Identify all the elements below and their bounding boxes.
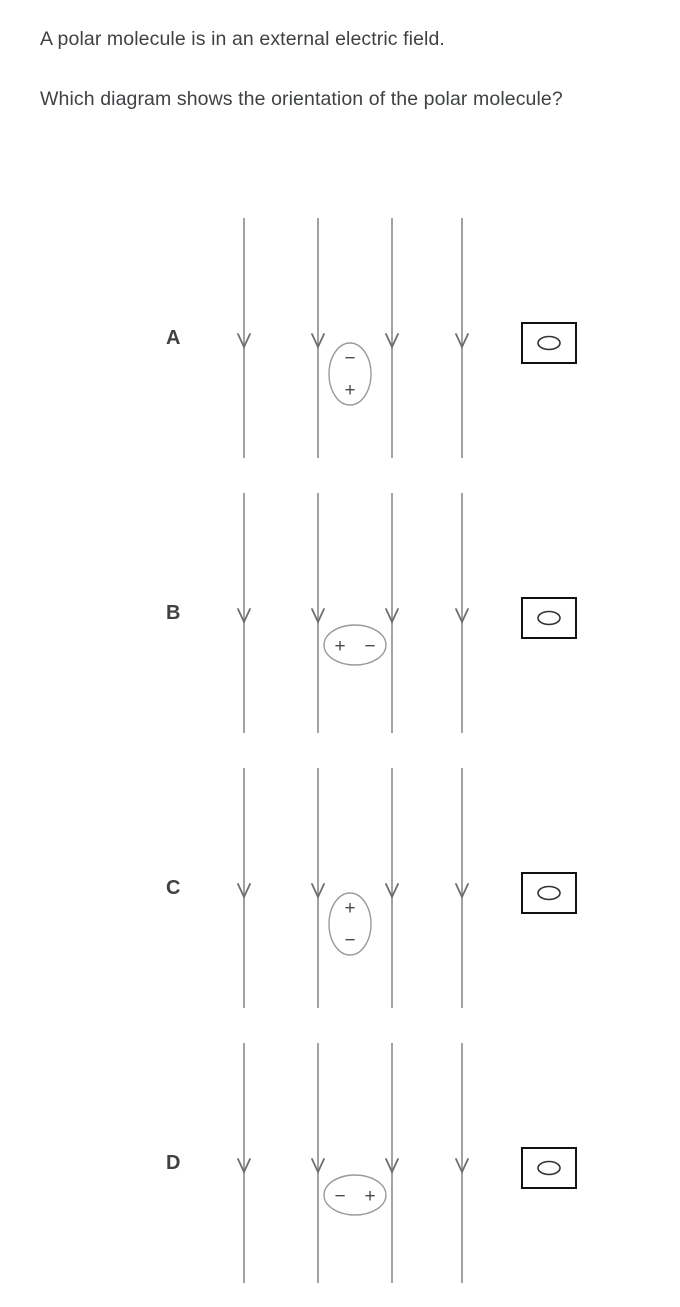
option-selector-a[interactable] bbox=[521, 322, 577, 364]
field-arrowheads-group bbox=[237, 608, 469, 625]
field-arrowheads-group bbox=[237, 883, 469, 900]
option-letter-b: B bbox=[166, 602, 181, 624]
electric-field-diagram-c: + − bbox=[230, 756, 480, 1008]
ellipse-radio-icon bbox=[537, 885, 561, 901]
field-lines-group bbox=[243, 218, 463, 458]
option-letter-d: D bbox=[166, 1152, 181, 1174]
ellipse-radio-icon bbox=[537, 610, 561, 626]
option-row-a[interactable]: A − + bbox=[0, 206, 680, 481]
polar-molecule-d: − + bbox=[323, 1174, 387, 1216]
polar-molecule-c: + − bbox=[328, 892, 372, 956]
question-prompt-line-1: A polar molecule is in an external elect… bbox=[40, 28, 445, 50]
electric-field-diagram-a: − + bbox=[230, 206, 480, 458]
field-lines-group bbox=[243, 768, 463, 1008]
electric-field-diagram-b: + − bbox=[230, 481, 480, 733]
ellipse-radio-icon bbox=[537, 1160, 561, 1176]
ellipse-radio-icon bbox=[537, 335, 561, 351]
molecule-charge-left: + bbox=[334, 636, 345, 657]
option-letter-c: C bbox=[166, 877, 181, 899]
option-selector-d[interactable] bbox=[521, 1147, 577, 1189]
molecule-charge-left: − bbox=[334, 1186, 345, 1207]
molecule-charge-bottom: + bbox=[344, 380, 355, 401]
molecule-charge-bottom: − bbox=[344, 930, 355, 951]
polar-molecule-a: − + bbox=[328, 342, 372, 406]
question-block: A polar molecule is in an external elect… bbox=[40, 22, 640, 116]
option-selector-b[interactable] bbox=[521, 597, 577, 639]
electric-field-diagram-d: − + bbox=[230, 1031, 480, 1283]
molecule-charge-top: − bbox=[344, 348, 355, 369]
option-row-d[interactable]: D − + bbox=[0, 1031, 680, 1306]
molecule-charge-top: + bbox=[344, 898, 355, 919]
option-row-c[interactable]: C + − bbox=[0, 756, 680, 1031]
option-letter-a: A bbox=[166, 327, 181, 349]
field-arrowheads-group bbox=[237, 333, 469, 350]
field-lines-group bbox=[243, 493, 463, 733]
molecule-charge-right: + bbox=[364, 1186, 375, 1207]
field-arrowheads-group bbox=[237, 1158, 469, 1175]
polar-molecule-b: + − bbox=[323, 624, 387, 666]
answer-options-list: A − + bbox=[0, 206, 680, 1306]
field-lines-group bbox=[243, 1043, 463, 1283]
option-selector-c[interactable] bbox=[521, 872, 577, 914]
question-prompt-line-2: Which diagram shows the orientation of t… bbox=[40, 88, 563, 110]
option-row-b[interactable]: B + − bbox=[0, 481, 680, 756]
molecule-charge-right: − bbox=[364, 636, 375, 657]
